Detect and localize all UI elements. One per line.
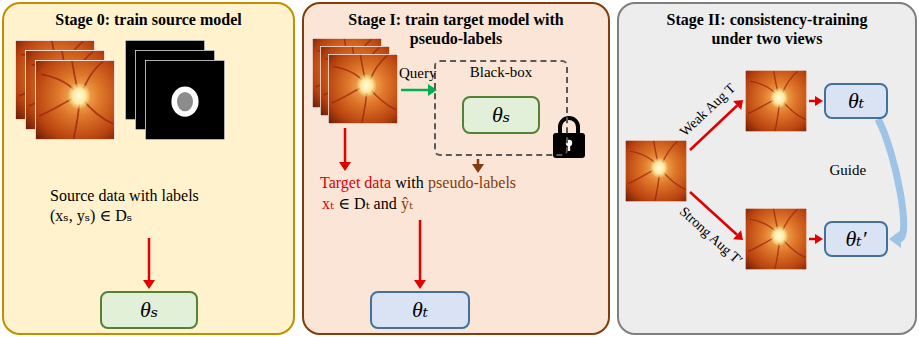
svg-polygon	[472, 164, 484, 173]
text-line: Target datawith pseudo-labels	[320, 173, 520, 192]
svg-polygon	[414, 280, 426, 289]
black-box-frame: Black-box θₛ	[434, 60, 568, 156]
svg-polygon	[339, 162, 351, 171]
caption-word: with	[395, 174, 423, 191]
svg-line	[148, 238, 151, 281]
svg-use	[625, 140, 687, 202]
fundus-stack	[312, 38, 398, 124]
model-box: θₛ	[100, 291, 198, 329]
red-arrow	[414, 220, 426, 289]
lock-icon	[553, 118, 585, 158]
svg-use	[35, 60, 115, 140]
red-arrow	[339, 128, 351, 171]
svg-path	[560, 118, 578, 134]
caption-word: xₜ	[322, 195, 334, 212]
svg-line	[419, 220, 422, 281]
svg-polygon	[733, 230, 743, 240]
model-symbol: θₛ	[492, 103, 510, 127]
stage-panel: Stage 0: train source model θₛ	[2, 2, 295, 335]
stage-title: Stage 0: train source model	[19, 10, 279, 29]
query-arrow	[401, 84, 437, 96]
caption-word: ∈ Dₜ and	[338, 195, 396, 212]
mask-stack	[125, 40, 225, 140]
arrow-head	[889, 230, 901, 248]
model-box: θₜ	[370, 291, 470, 329]
model-symbol: θₜ′	[845, 227, 866, 251]
svg-use	[745, 70, 807, 132]
stage-title: Stage I: train target model with pseudo-…	[331, 10, 581, 48]
model-box: θₛ	[462, 96, 540, 134]
black-box-label: Black-box	[436, 64, 566, 81]
red-arrow	[809, 96, 823, 106]
stage-panel: Stage I: train target model with pseudo-…	[302, 2, 610, 335]
model-symbol: θₜ	[412, 298, 428, 322]
data-label: Source data with labels (xₛ, yₛ) ∈ Dₛ	[50, 186, 200, 226]
svg-use	[745, 208, 807, 270]
edge-label: Guide	[830, 162, 867, 179]
caption-word: pseudo-labels	[428, 174, 516, 191]
svg-use	[145, 60, 225, 140]
red-arrow	[143, 238, 155, 289]
caption-word: ŷₜ	[401, 195, 413, 212]
text-line: xₜ∈ Dₜ and ŷₜ	[322, 194, 417, 213]
svg-polygon	[815, 96, 823, 106]
svg-polygon	[815, 234, 823, 244]
red-arrow	[809, 234, 823, 244]
query-label: Query	[399, 64, 437, 83]
stage1-illustration	[302, 2, 610, 335]
brown-arrow	[472, 159, 484, 173]
svg-use	[328, 54, 398, 124]
svg-polygon	[143, 280, 155, 289]
svg-line	[809, 238, 816, 241]
stage-panel: Stage II: consistency-training under two…	[617, 2, 917, 335]
caption-word: Target data	[320, 174, 391, 191]
stage0-illustration	[2, 2, 295, 335]
svg-rect	[568, 144, 570, 151]
model-box: θₜ′	[824, 221, 888, 257]
stage-title: Stage II: consistency-training under two…	[647, 10, 887, 48]
svg-line	[809, 100, 816, 103]
svg-line	[401, 89, 429, 92]
model-symbol: θₛ	[140, 298, 158, 322]
svg-line	[344, 128, 347, 163]
stage2-illustration	[617, 2, 917, 335]
model-box: θₜ	[824, 83, 888, 119]
fundus-stack	[15, 40, 115, 140]
model-symbol: θₜ	[848, 89, 864, 113]
svg-polygon	[733, 100, 743, 110]
